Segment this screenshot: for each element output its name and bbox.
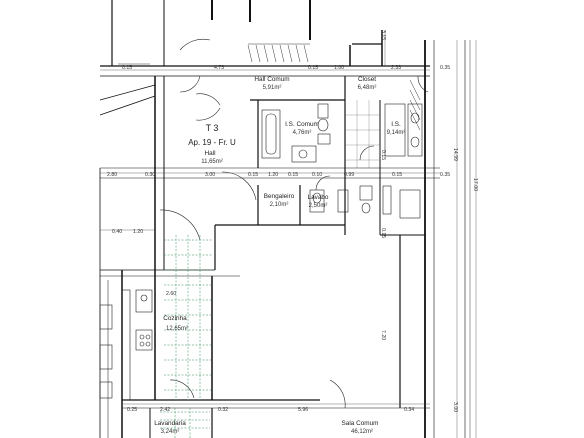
dim-label: 1.20 xyxy=(133,229,143,235)
room-name-is-comum: I.S. Comum xyxy=(285,121,319,128)
washbasin xyxy=(291,145,317,163)
room-area-is-comum: 4,76m² xyxy=(293,130,312,136)
dim-label: 4.73 xyxy=(214,65,224,71)
room-area-lavandaria: 3,24m² xyxy=(161,429,180,435)
dim-label: 1.00 xyxy=(334,65,344,71)
dim-label: 2.80 xyxy=(107,172,117,178)
dim-label: 0.15 xyxy=(380,150,386,160)
dim-label: 3.00 xyxy=(452,402,458,412)
dim-label: 0.15 xyxy=(122,65,132,71)
room-name-sala-comum: Sala Comum xyxy=(342,420,379,427)
dim-label: 0.15 xyxy=(380,228,386,238)
room-name-lavabo: Lavabo xyxy=(308,194,329,201)
dim-label: 0.15 xyxy=(308,65,318,71)
walls xyxy=(99,0,471,438)
dimension-lines xyxy=(100,30,477,438)
dim-label: 7.20 xyxy=(380,330,386,340)
dim-label: 0.10 xyxy=(312,172,322,178)
room-name-is: I.S. xyxy=(391,121,401,128)
room-area-hall-comum: 5,91m² xyxy=(263,85,282,91)
room-area-bengaleiro: 2,10m² xyxy=(270,202,289,208)
dim-label: 3.15 xyxy=(380,30,386,40)
dim-label: 0.15 xyxy=(288,172,298,178)
dim-label: 3.00 xyxy=(205,172,215,178)
dim-label: 0.32 xyxy=(218,407,228,413)
dim-label: 1.20 xyxy=(268,172,278,178)
dim-label: 0.35 xyxy=(440,65,450,71)
room-name-hall: Hall xyxy=(204,150,215,157)
toilet-icon xyxy=(317,103,329,119)
room-name-bengaleiro: Bengaleiro xyxy=(264,193,295,200)
dim-label: 5.96 xyxy=(298,407,308,413)
bathtub xyxy=(261,109,281,159)
dim-label: 2.60 xyxy=(166,291,176,297)
bath-tile-grid xyxy=(345,100,380,168)
dim-label: 0.15 xyxy=(392,172,402,178)
bathtub xyxy=(384,103,406,157)
kitchen-tile-grid xyxy=(160,235,212,438)
room-area-hall: 11,65m² xyxy=(201,159,223,165)
room-area-cozinha: 12,65m² xyxy=(166,326,188,332)
dim-label: 0.30 xyxy=(145,172,155,178)
dim-label: 0.40 xyxy=(112,229,122,235)
room-name-hall-comum: Hall Comum xyxy=(254,76,289,83)
room-area-closet: 6,48m² xyxy=(358,85,377,91)
dim-label: 17.00 xyxy=(472,178,478,191)
dim-label: 0.99 xyxy=(344,172,354,178)
room-name-closet: Closet xyxy=(358,76,376,83)
dim-label: 14.99 xyxy=(452,148,458,161)
room-area-is: 9,14m² xyxy=(387,130,406,136)
dim-label: 2.42 xyxy=(160,407,170,413)
dim-label: 0.35 xyxy=(440,172,450,178)
unit-title: T 3 xyxy=(206,123,219,133)
room-name-cozinha: Cozinha xyxy=(163,315,187,322)
unit-subtitle: Ap. 19 - Fr. U xyxy=(188,138,236,147)
dim-label: 0.34 xyxy=(404,407,414,413)
fixtures xyxy=(99,103,423,401)
dim-label: 0.15 xyxy=(248,172,258,178)
dim-label: 0.25 xyxy=(127,407,137,413)
room-area-lavabo: 2,50m² xyxy=(309,203,328,209)
kitchen-counter xyxy=(135,289,153,313)
room-area-sala-comum: 46,12m² xyxy=(351,429,373,435)
dim-label: 2.33 xyxy=(391,65,401,71)
room-name-lavandaria: Lavandaria xyxy=(154,420,186,427)
door-swings xyxy=(159,38,429,409)
wardrobe-hatch xyxy=(118,43,421,131)
